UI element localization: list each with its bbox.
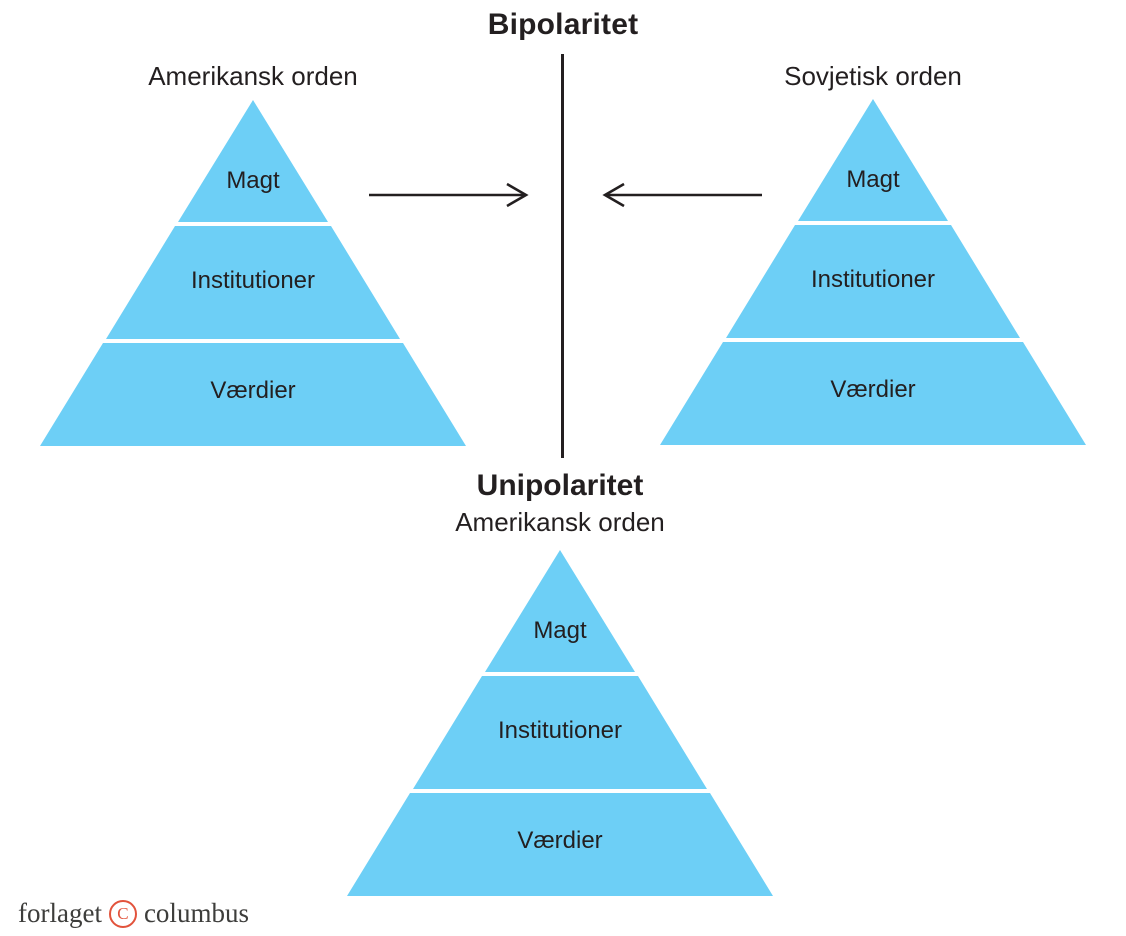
layer-label-institutioner: Institutioner xyxy=(810,266,936,293)
layer-label-magt: Magt xyxy=(846,166,900,193)
layer-label-vaerdier: Værdier xyxy=(830,376,916,403)
logo-text-forlaget: forlaget xyxy=(18,898,102,928)
arrow-left-icon xyxy=(602,182,762,208)
layer-label-vaerdier: Værdier xyxy=(517,827,603,854)
copyright-icon: C xyxy=(108,899,137,928)
logo-text-columbus: columbus xyxy=(143,898,249,928)
layer-label-magt: Magt xyxy=(533,617,587,644)
layer-label-magt: Magt xyxy=(226,167,280,194)
layer-label-institutioner: Institutioner xyxy=(190,267,316,294)
pyramid-american-order: Magt Institutioner Værdier xyxy=(40,100,466,446)
pyramid-shape xyxy=(347,550,773,896)
american-order-label: Amerikansk orden xyxy=(148,61,358,91)
publisher-logo: forlaget C columbus xyxy=(18,898,249,929)
layer-label-vaerdier: Værdier xyxy=(210,377,296,404)
center-divider-line xyxy=(561,54,564,458)
bipolarity-title: Bipolaritet xyxy=(487,8,639,41)
layer-label-institutioner: Institutioner xyxy=(497,717,623,744)
unipolarity-american-order-label: Amerikansk orden xyxy=(455,507,665,537)
pyramid-shape xyxy=(40,100,466,446)
soviet-order-label: Sovjetisk orden xyxy=(784,61,962,91)
pyramid-unipolar-american-order: Magt Institutioner Værdier xyxy=(347,550,773,896)
arrow-right-icon xyxy=(369,182,529,208)
copyright-letter: C xyxy=(117,904,129,923)
unipolarity-title: Unipolaritet xyxy=(476,469,644,502)
pyramid-shape xyxy=(660,99,1086,445)
pyramid-soviet-order: Magt Institutioner Værdier xyxy=(660,99,1086,445)
